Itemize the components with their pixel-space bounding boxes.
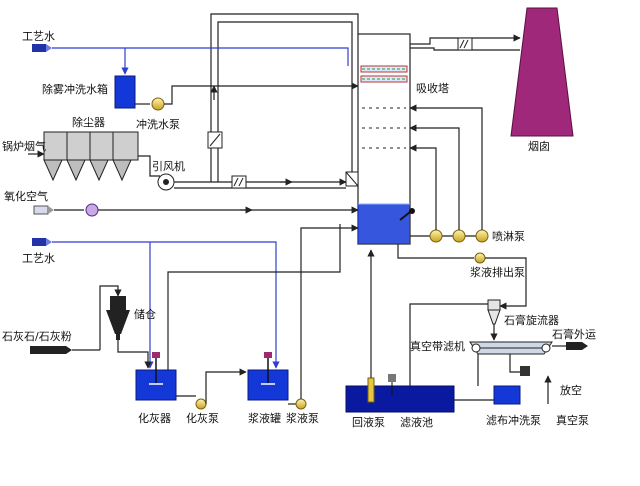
slurry-discharge-pump-label: 浆液排出泵 [470, 265, 525, 279]
oxidation-blower [85, 203, 99, 217]
process-water-top-inlet [32, 44, 52, 52]
slaker-pump-label: 化灰泵 [186, 411, 219, 425]
induced-fan-label: 引风机 [152, 159, 185, 173]
dust-collector-label: 除尘器 [72, 115, 105, 129]
demister-wash-tank [114, 75, 136, 109]
slaker-label: 化灰器 [138, 411, 171, 425]
spray-pump-label: 喷淋泵 [492, 230, 525, 243]
spray-pump-2 [452, 229, 466, 243]
vacuum-pump-label: 真空泵 [556, 413, 589, 427]
outlet-heat-exchanger [457, 37, 473, 51]
oxidation-air-label: 氧化空气 [4, 189, 48, 203]
dust-collector [43, 131, 139, 182]
filtrate-tank [345, 374, 455, 413]
limestone-label: 石灰石/石灰粉 [2, 329, 72, 343]
absorber-tower [345, 33, 415, 245]
flue-heat-exchanger [231, 175, 247, 189]
chimney-label: 烟囱 [528, 139, 550, 153]
absorber-label: 吸收塔 [416, 81, 449, 95]
gypsum-outlet [566, 342, 588, 350]
process-water-top-label: 工艺水 [22, 30, 55, 43]
vent-label: 放空 [560, 383, 582, 397]
storage-bin [106, 296, 130, 340]
spray-pump-3 [475, 229, 489, 243]
gypsum-cyclone [487, 299, 501, 325]
storage-bin-label: 储仓 [134, 307, 156, 321]
slaker-pump [195, 398, 207, 410]
ggh-heat-exchanger [207, 131, 223, 149]
induced-draft-fan [157, 173, 175, 191]
slurry-pump [295, 398, 307, 410]
slurry-discharge-pump [474, 252, 486, 264]
oxidation-air-inlet [33, 205, 54, 215]
demister-tank-label: 除雾冲洗水箱 [42, 82, 108, 96]
wash-pump [151, 97, 165, 111]
return-pump-label: 回液泵 [352, 415, 385, 429]
slurry-tank-label: 浆液罐 [248, 411, 281, 425]
filtrate-tank-label: 滤液池 [400, 415, 433, 429]
process-water-bottom-label: 工艺水 [22, 252, 55, 265]
boiler-flue-gas-label: 锅炉烟气 [2, 139, 46, 153]
vacuum-belt-filter-label: 真空带滤机 [410, 339, 465, 353]
gypsum-out-label: 石膏外运 [552, 327, 596, 341]
gypsum-cyclone-label: 石膏旋流器 [504, 313, 559, 327]
absorber-sump [358, 204, 410, 244]
wash-pump-label: 冲洗水泵 [136, 117, 180, 131]
cloth-wash-pump-label: 滤布冲洗泵 [486, 413, 541, 427]
chimney [510, 7, 574, 137]
slurry-tank [247, 352, 289, 401]
spray-pump-1 [429, 229, 443, 243]
cloth-wash-tank [493, 385, 521, 405]
slurry-pump-label: 浆液泵 [286, 411, 319, 425]
limestone-feed [30, 346, 72, 354]
vacuum-pump [520, 366, 530, 376]
slaker-tank [135, 352, 177, 401]
process-water-bottom-inlet [32, 238, 52, 246]
vacuum-belt-filter [469, 341, 553, 355]
